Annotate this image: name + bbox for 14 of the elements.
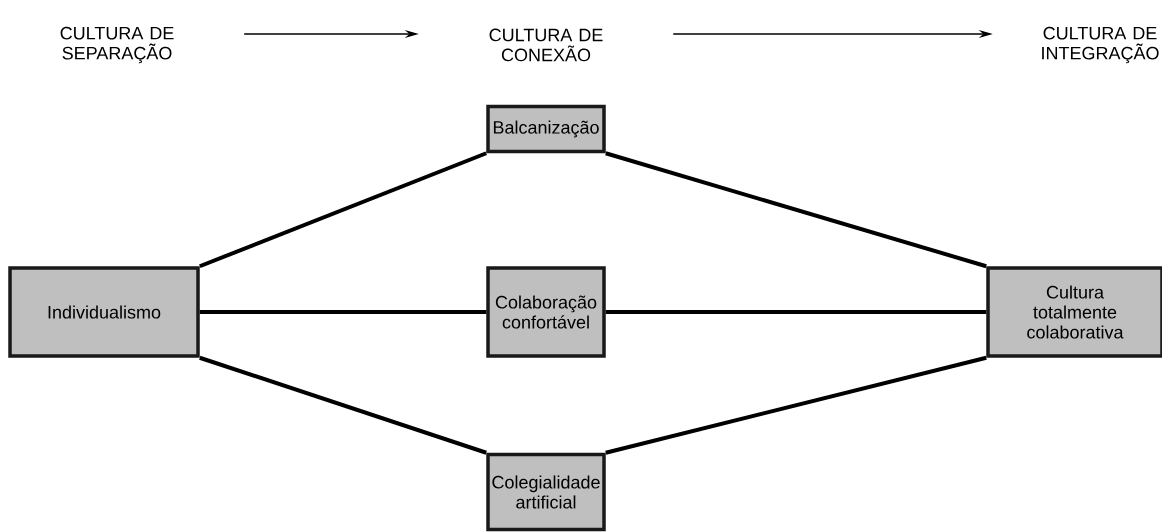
stage-heading: CULTURA DE CONEXÃO [489, 28, 603, 62]
stage-heading: CULTURA DE SEPARAÇÃO [60, 26, 174, 64]
connector-line [199, 355, 487, 455]
connector-line [605, 151, 987, 269]
stage-heading: CULTURA DE INTEGRAÇÃO [1042, 26, 1159, 64]
process-box: Colegialidade artificial [486, 452, 606, 532]
connector-line [199, 151, 487, 269]
connector-line [605, 310, 987, 314]
process-box: Cultura totalmente colaborativa [986, 266, 1162, 358]
process-box: Balcanização [486, 104, 606, 154]
connector-line [199, 310, 487, 314]
connector-line [605, 355, 987, 455]
process-box: Individualismo [8, 266, 200, 358]
process-box: Colaboração confortável [486, 266, 606, 358]
